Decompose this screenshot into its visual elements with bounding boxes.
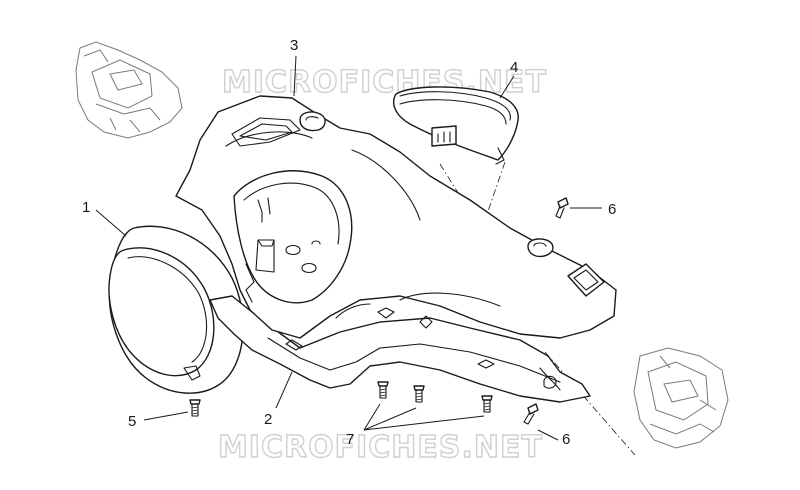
callout-3: 3	[290, 37, 298, 54]
callout-6-upper: 6	[608, 201, 616, 218]
leader-2	[275, 371, 293, 409]
leader-7c	[363, 415, 485, 431]
screw-part-7a	[377, 381, 389, 399]
callout-5: 5	[128, 413, 136, 430]
leader-5	[143, 411, 189, 421]
screw-part-6-upper	[555, 197, 569, 219]
leader-3	[293, 55, 297, 97]
leader-dashed-thumbnail	[544, 351, 636, 456]
screw-part-6-lower	[523, 403, 539, 425]
speedometer-bezel-part-4	[392, 86, 519, 165]
leader-6-lower	[537, 429, 559, 441]
callout-6-lower: 6	[562, 431, 570, 448]
headlight-ring-part-1	[108, 225, 244, 394]
scooter-thumbnail-right	[633, 347, 729, 449]
scooter-thumbnail-left	[75, 41, 183, 139]
handlebar-cover-part-3	[175, 95, 617, 339]
leader-7b	[363, 407, 417, 431]
callout-2: 2	[264, 411, 272, 428]
callout-7: 7	[346, 431, 354, 448]
lower-cover-part-2	[209, 295, 591, 403]
callout-1: 1	[82, 199, 90, 216]
watermark-bottom: MICROFICHES.NET	[218, 430, 543, 465]
leader-7a	[363, 403, 381, 431]
leader-4	[499, 75, 515, 99]
screw-part-7b	[413, 385, 425, 403]
callout-4: 4	[510, 59, 518, 76]
leader-1	[95, 209, 127, 237]
screw-part-7c	[481, 395, 493, 413]
screw-part-5	[189, 399, 201, 417]
